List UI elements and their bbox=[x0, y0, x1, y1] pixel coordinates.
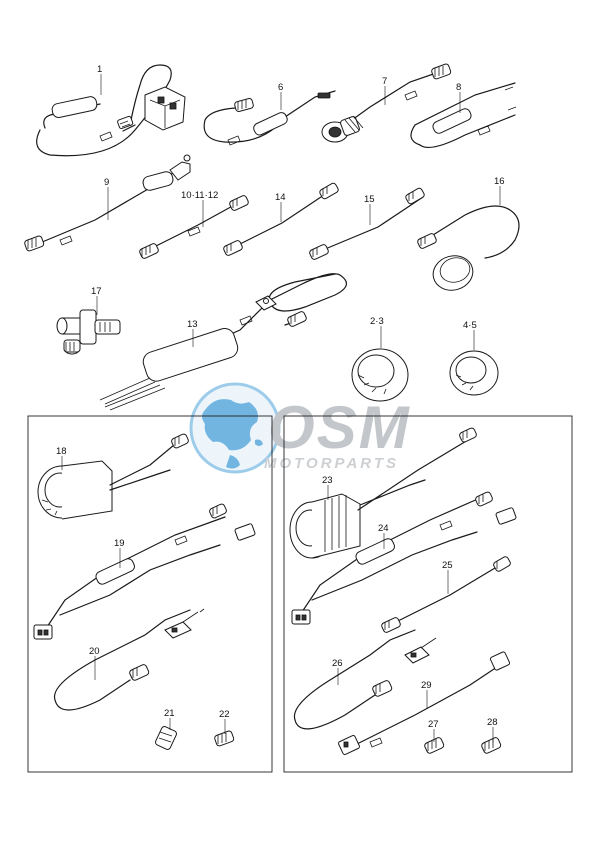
part-10-11-12-cable bbox=[139, 195, 249, 259]
callout-22: 22 bbox=[219, 709, 230, 720]
left-kit-box bbox=[27, 415, 273, 773]
callout-10-11-12: 10·11·12 bbox=[181, 190, 218, 201]
part-28-connector bbox=[481, 737, 502, 754]
callout-19: 19 bbox=[114, 538, 125, 549]
part-7-harness bbox=[321, 63, 452, 143]
callout-26: 26 bbox=[332, 658, 343, 669]
callout-16: 16 bbox=[494, 176, 505, 187]
callout-18: 18 bbox=[56, 446, 67, 457]
callout-1: 1 bbox=[97, 64, 102, 75]
part-15-cable bbox=[309, 187, 425, 260]
part-19-harness bbox=[33, 503, 256, 640]
part-16-sensor bbox=[417, 205, 520, 291]
part-25-cable bbox=[381, 556, 511, 633]
watermark-brand: OSM bbox=[268, 394, 411, 461]
watermark-tagline: MOTORPARTS bbox=[264, 455, 399, 472]
part-18-gauge bbox=[37, 433, 189, 520]
part-23-gauge bbox=[289, 427, 477, 559]
part-8-harness bbox=[410, 82, 517, 148]
callout-14: 14 bbox=[275, 192, 286, 203]
globe-logo-icon bbox=[189, 382, 281, 474]
callout-leaders bbox=[61, 74, 501, 742]
part-27-connector bbox=[424, 737, 445, 754]
part-26-harness bbox=[293, 629, 437, 730]
callout-28: 28 bbox=[487, 717, 498, 728]
part-6-harness bbox=[203, 90, 336, 146]
part-14-cable bbox=[223, 182, 339, 256]
callout-29: 29 bbox=[421, 680, 432, 691]
right-kit-box bbox=[283, 415, 573, 773]
callout-24: 24 bbox=[378, 523, 389, 534]
part-20-harness bbox=[53, 608, 205, 711]
callout-2-3: 2·3 bbox=[370, 316, 384, 327]
part-4-5-ring bbox=[449, 350, 499, 396]
part-2-3-ring bbox=[351, 348, 409, 402]
callout-6: 6 bbox=[278, 82, 283, 93]
callout-25: 25 bbox=[442, 560, 453, 571]
callout-9: 9 bbox=[104, 177, 109, 188]
callout-17: 17 bbox=[91, 286, 102, 297]
part-24-harness bbox=[291, 491, 517, 625]
part-21-connector bbox=[155, 726, 177, 750]
callout-13: 13 bbox=[187, 319, 198, 330]
part-9-harness bbox=[24, 154, 191, 252]
part-1-harness bbox=[36, 64, 186, 157]
callout-7: 7 bbox=[382, 76, 387, 87]
part-29-harness bbox=[338, 651, 511, 755]
callout-8: 8 bbox=[456, 82, 461, 93]
callout-23: 23 bbox=[322, 475, 333, 486]
part-22-connector bbox=[214, 730, 235, 747]
callout-15: 15 bbox=[364, 194, 375, 205]
part-13-harness bbox=[99, 273, 347, 411]
callout-20: 20 bbox=[89, 646, 100, 657]
callout-21: 21 bbox=[164, 708, 175, 719]
part-17-t-connector bbox=[56, 309, 121, 355]
callout-4-5: 4·5 bbox=[463, 320, 477, 331]
callout-27: 27 bbox=[428, 719, 439, 730]
callout-labels: 1 6 7 8 9 10·11·12 14 15 16 17 13 2·3 4·… bbox=[56, 64, 505, 730]
watermark: OSM MOTORPARTS bbox=[189, 382, 411, 474]
